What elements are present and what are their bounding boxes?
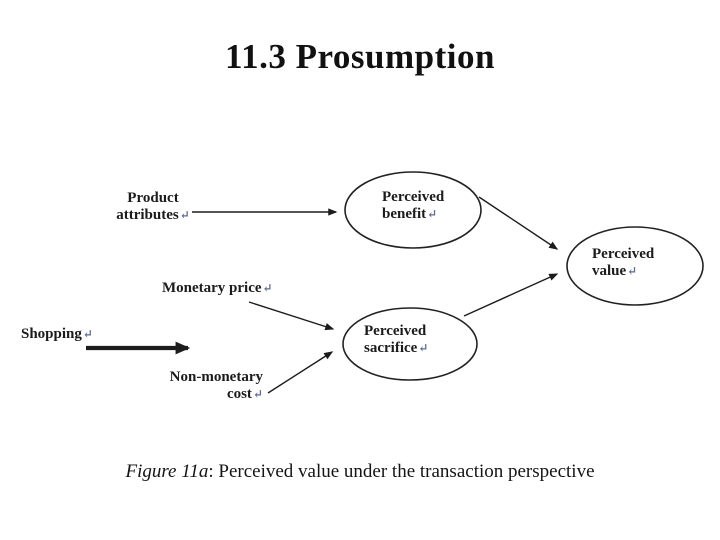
return-mark-icon: ↵ [179, 208, 190, 222]
perceived-sacrifice-label: Perceived sacrifice↵ [364, 323, 429, 356]
return-mark-icon: ↵ [627, 264, 638, 278]
perceived-sacrifice-ellipse [342, 307, 478, 381]
monetary-price-label: Monetary price↵ [162, 280, 273, 296]
figure-caption-label: Figure 11a [125, 461, 209, 482]
return-mark-icon: ↵ [82, 327, 93, 341]
arrow-sacrifice-to-value [463, 273, 559, 317]
product-attributes-label: Product attributes↵ [116, 190, 190, 223]
non-monetary-cost-label: Non-monetary cost↵ [169, 369, 263, 402]
arrow-non-monetary-cost-to-sacrifice [267, 351, 334, 394]
perceived-benefit-label: Perceived benefit↵ [382, 189, 445, 222]
perceived-value-ellipse [566, 226, 704, 306]
return-mark-icon: ↵ [262, 281, 273, 295]
slide-title: 11.3 Prosumption [225, 37, 495, 76]
perceived-value-label: Perceived value↵ [592, 246, 655, 279]
return-mark-icon: ↵ [427, 207, 438, 221]
return-mark-icon: ↵ [418, 341, 429, 355]
arrow-benefit-to-value [478, 196, 559, 250]
perceived-benefit-ellipse [344, 171, 482, 249]
figure-caption: Figure 11a: Perceived value under the tr… [0, 459, 720, 484]
return-mark-icon: ↵ [252, 387, 263, 401]
figure-caption-text: : Perceived value under the transaction … [208, 461, 595, 482]
arrow-monetary-price-to-sacrifice [248, 301, 335, 331]
shopping-label: Shopping↵ [21, 326, 93, 342]
